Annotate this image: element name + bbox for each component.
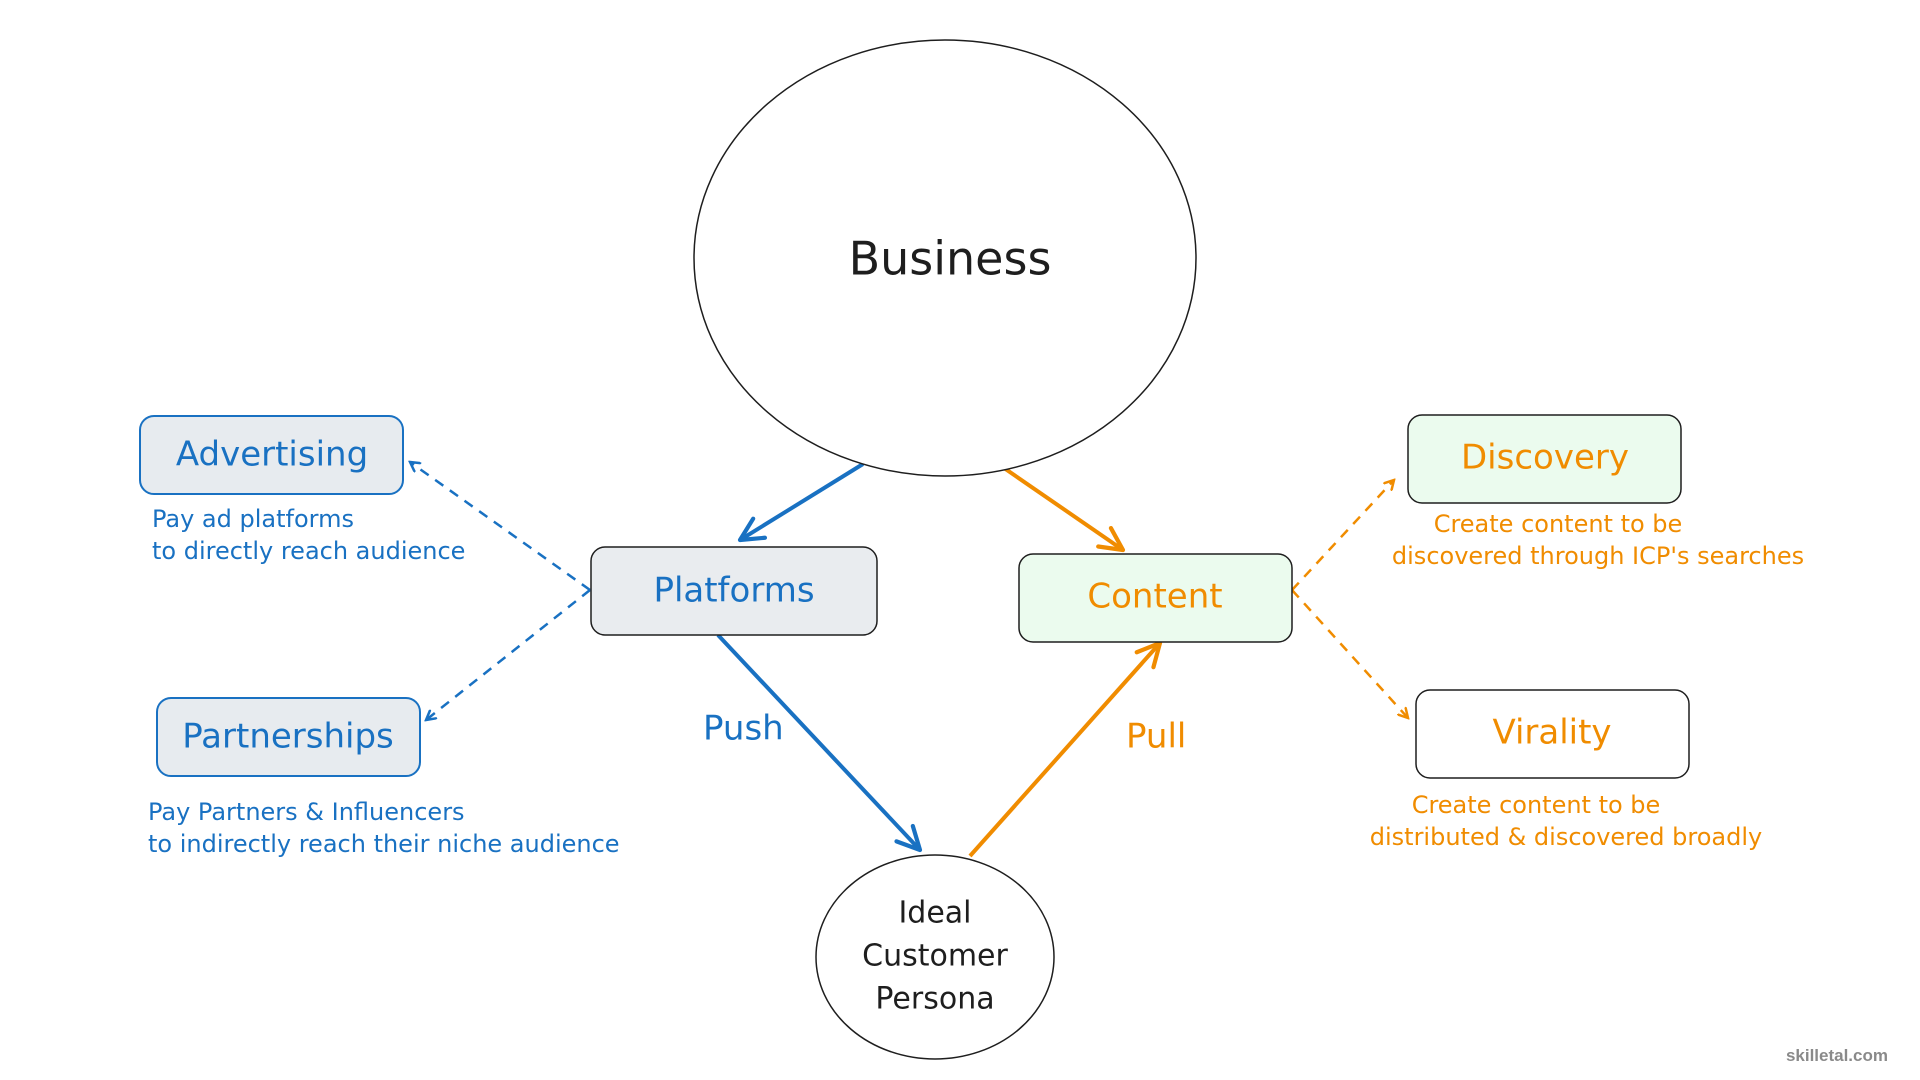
partnerships-note-line2: to indirectly reach their niche audience [148, 830, 620, 858]
discovery-node [1407, 414, 1682, 504]
push-label: Push [703, 709, 784, 749]
icp-node [815, 854, 1055, 1060]
business-to-platforms-arrow [737, 462, 865, 543]
platforms-to-advertising-dashed-arrow [410, 462, 591, 592]
business-to-content-arrow [1002, 466, 1126, 553]
virality-node [1415, 689, 1690, 779]
discovery-note-line1: Create content to be [1434, 510, 1683, 538]
watermark: skilletal.com [1785, 1046, 1888, 1065]
advertising-note-line2: to directly reach audience [152, 537, 465, 565]
business-node [693, 39, 1197, 477]
content-to-discovery-dashed-arrow [1291, 480, 1394, 591]
virality-label: Virality [1492, 713, 1611, 753]
advertising-note-line1: Pay ad platforms [152, 505, 354, 533]
partnerships-node [156, 697, 421, 777]
platforms-to-partnerships-dashed-arrow [426, 589, 591, 720]
partnerships-note-line1: Pay Partners & Influencers [148, 798, 465, 826]
icp-label-line2: Customer [862, 939, 1008, 974]
virality-note-line2: distributed & discovered broadly [1370, 823, 1762, 851]
virality-note-line1: Create content to be [1412, 791, 1661, 819]
advertising-node [139, 415, 404, 495]
content-node [1018, 553, 1293, 643]
advertising-label: Advertising [176, 435, 368, 475]
partnerships-label: Partnerships [182, 717, 394, 757]
icp-label-line1: Ideal [898, 896, 971, 931]
content-label: Content [1087, 577, 1222, 617]
business-label: Business [849, 232, 1052, 286]
discovery-label: Discovery [1461, 438, 1629, 478]
content-to-virality-dashed-arrow [1291, 589, 1408, 718]
platforms-to-icp-push-arrow [716, 633, 923, 853]
icp-label-line3: Persona [875, 982, 994, 1017]
icp-to-content-pull-arrow [968, 640, 1163, 858]
platforms-node [590, 546, 878, 636]
platforms-label: Platforms [653, 571, 814, 611]
discovery-note-line2: discovered through ICP's searches [1392, 542, 1804, 570]
pull-label: Pull [1126, 717, 1186, 757]
